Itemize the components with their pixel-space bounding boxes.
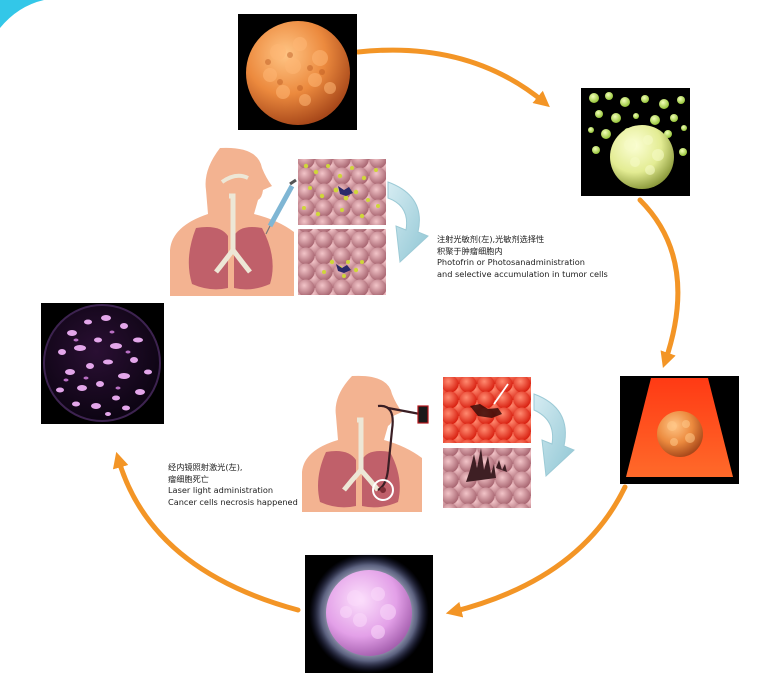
caption-laser: 经内镜照射激光(左), 瘤细胞死亡 Laser light administra…	[168, 462, 298, 508]
tumor-cell-icon	[246, 21, 350, 125]
tissue-panel-accumulation-bottom	[298, 229, 386, 295]
cycle-arrows	[112, 47, 681, 618]
syringe-icon	[265, 178, 297, 235]
cycle-arrow-1	[355, 47, 550, 108]
tissue-panel-necrosis-bottom	[443, 448, 531, 508]
human-torso-icon	[170, 147, 294, 296]
endoscope-icon	[372, 404, 429, 501]
caption-laser-en-1: Laser light administration	[168, 485, 274, 495]
panel-glowing-cell	[305, 553, 433, 673]
panel-photosensitizer-uptake	[581, 88, 690, 196]
caption-laser-en-2: Cancer cells necrosis happened	[168, 496, 298, 507]
photosensitizer-particles-icon	[322, 259, 364, 278]
caption-laser-zh-2: 瘤细胞死亡	[168, 473, 209, 484]
panel-tumor-cell	[238, 14, 357, 130]
caption-laser-zh-1: 经内镜照射激光(左),	[168, 462, 243, 472]
tissue-panel-laser-top	[443, 377, 531, 443]
tumor-cell-icon	[657, 411, 703, 457]
glowing-cell-icon	[309, 553, 429, 673]
caption-photosensitizer-en-1: Photofrin or Photosanadministration	[437, 257, 585, 267]
panel-laser-irradiation	[620, 376, 739, 484]
curved-arrow-icon	[387, 181, 429, 264]
caption-photosensitizer-zh-2: 积聚于肿瘤细胞内	[437, 245, 503, 256]
tumor-cell-icon	[610, 125, 674, 189]
panel-necrotic-cell	[41, 303, 164, 424]
human-torso-icon	[302, 375, 422, 512]
cycle-arrow-3	[445, 484, 628, 618]
human-torso-upper	[170, 147, 297, 296]
caption-photosensitizer: 注射光敏剂(左),光敏剂选择性 积聚于肿瘤细胞内 Photofrin or Ph…	[437, 234, 608, 280]
curved-arrow-icon	[533, 393, 575, 478]
photosensitizer-particles-icon	[302, 163, 380, 219]
photosensitizer-particles-icon	[588, 92, 687, 156]
cycle-arrow-4	[112, 451, 301, 613]
caption-photosensitizer-zh-1: 注射光敏剂(左),光敏剂选择性	[437, 234, 545, 244]
cycle-arrow-2	[637, 197, 681, 369]
human-torso-lower	[302, 375, 429, 512]
tissue-panel-particles-top	[298, 159, 386, 225]
caption-photosensitizer-en-2: and selective accumulation in tumor cell…	[437, 268, 608, 279]
necrotic-cell-icon	[43, 304, 161, 422]
corner-accent	[0, 0, 44, 28]
